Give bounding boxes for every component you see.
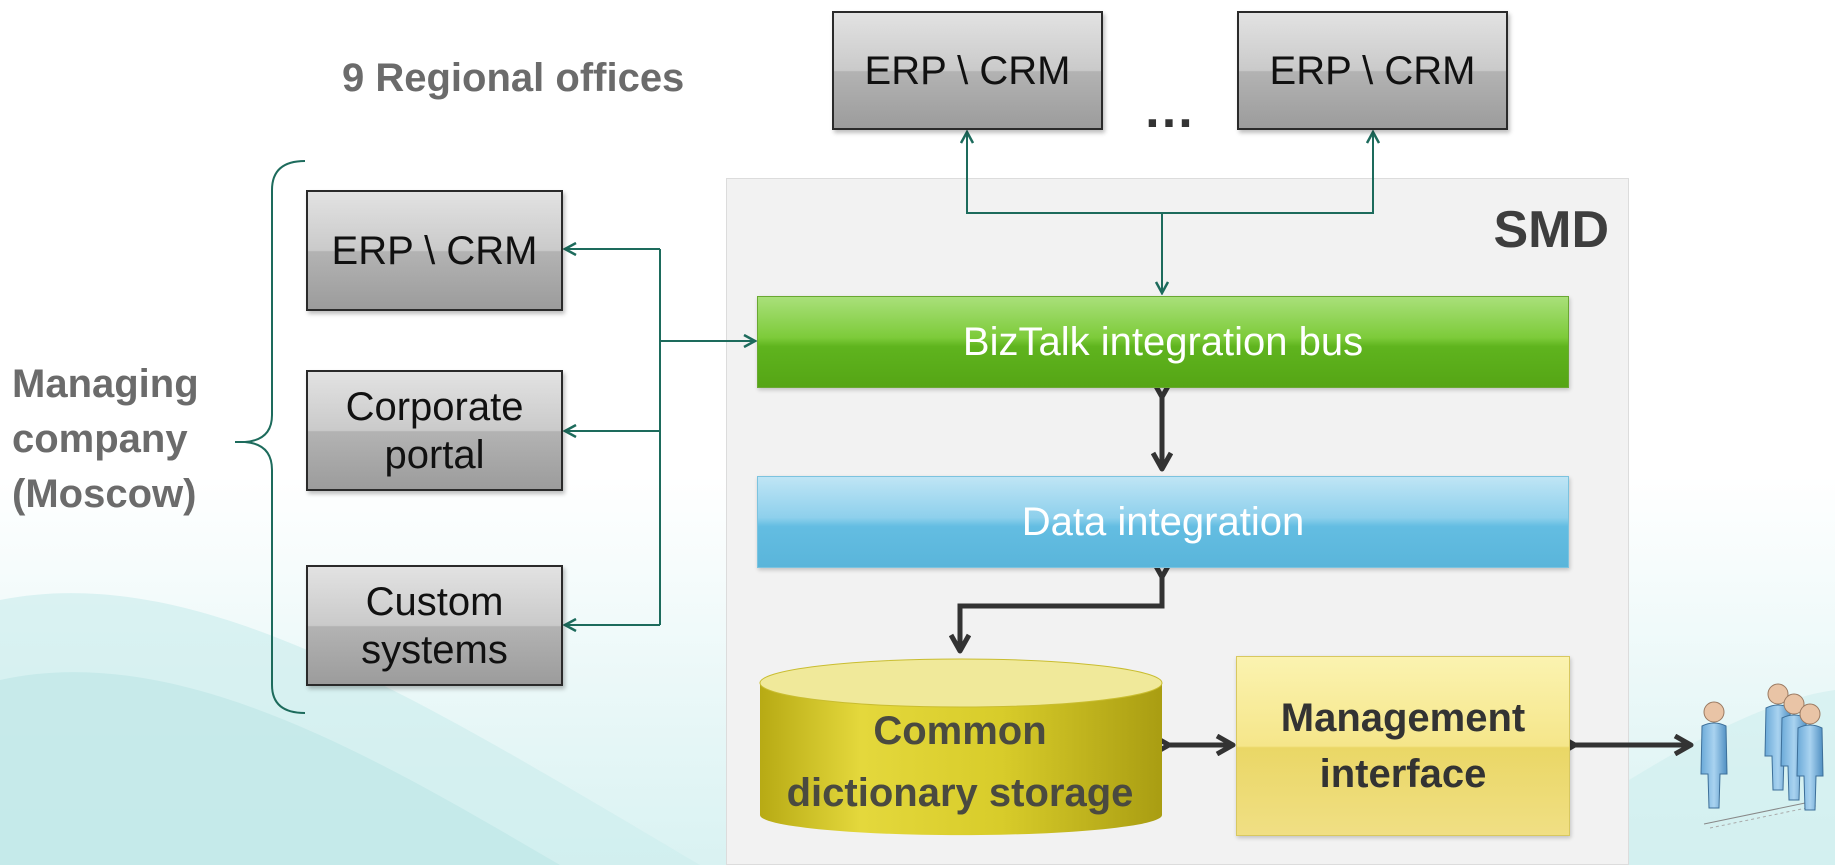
regional-erp-crm-box-1: ERP \ CRM (832, 11, 1103, 130)
managing-erp-crm-label: ERP \ CRM (331, 228, 538, 273)
data-integration-layer: Data integration (757, 476, 1569, 568)
more-offices-ellipsis: … (1143, 81, 1201, 139)
management-interface-box: Management interface (1236, 656, 1570, 836)
common-dictionary-storage: Common dictionary storage (760, 700, 1160, 824)
regional-erp-crm-label-1: ERP \ CRM (864, 48, 1071, 93)
managing-company-label: Managing company (Moscow) (12, 357, 199, 522)
data-storage-connector (960, 576, 1162, 650)
managing-label-line-3: (Moscow) (12, 472, 197, 516)
smd-title: SMD (1493, 201, 1609, 259)
regional-erp-crm-box-2: ERP \ CRM (1237, 11, 1508, 130)
data-integration-label: Data integration (1021, 499, 1305, 544)
biztalk-integration-bus: BizTalk integration bus (757, 296, 1569, 388)
managing-label-line-1: Managing (12, 362, 199, 406)
corporate-portal-line-2: portal (384, 432, 485, 477)
management-line-1: Management (1280, 696, 1526, 740)
storage-line-1: Common (873, 709, 1047, 753)
custom-systems-box: Custom systems (306, 565, 563, 686)
managing-company-brace (244, 160, 306, 714)
corporate-portal-box: Corporate portal (306, 370, 563, 491)
database-cylinder-icon (759, 658, 1163, 836)
custom-systems-line-1: Custom (365, 579, 504, 624)
managing-erp-crm-box: ERP \ CRM (306, 190, 563, 311)
corporate-portal-line-1: Corporate (345, 384, 524, 429)
regional-erp-crm-label-2: ERP \ CRM (1269, 48, 1476, 93)
management-line-2: interface (1319, 752, 1487, 796)
storage-line-2: dictionary storage (786, 771, 1134, 815)
person-figure-1 (1700, 701, 1728, 809)
biztalk-label: BizTalk integration bus (962, 319, 1364, 364)
custom-systems-line-2: systems (361, 627, 508, 672)
managing-label-line-2: company (12, 417, 188, 461)
people-group-icon (1700, 683, 1824, 829)
regional-offices-label: 9 Regional offices (342, 56, 685, 100)
